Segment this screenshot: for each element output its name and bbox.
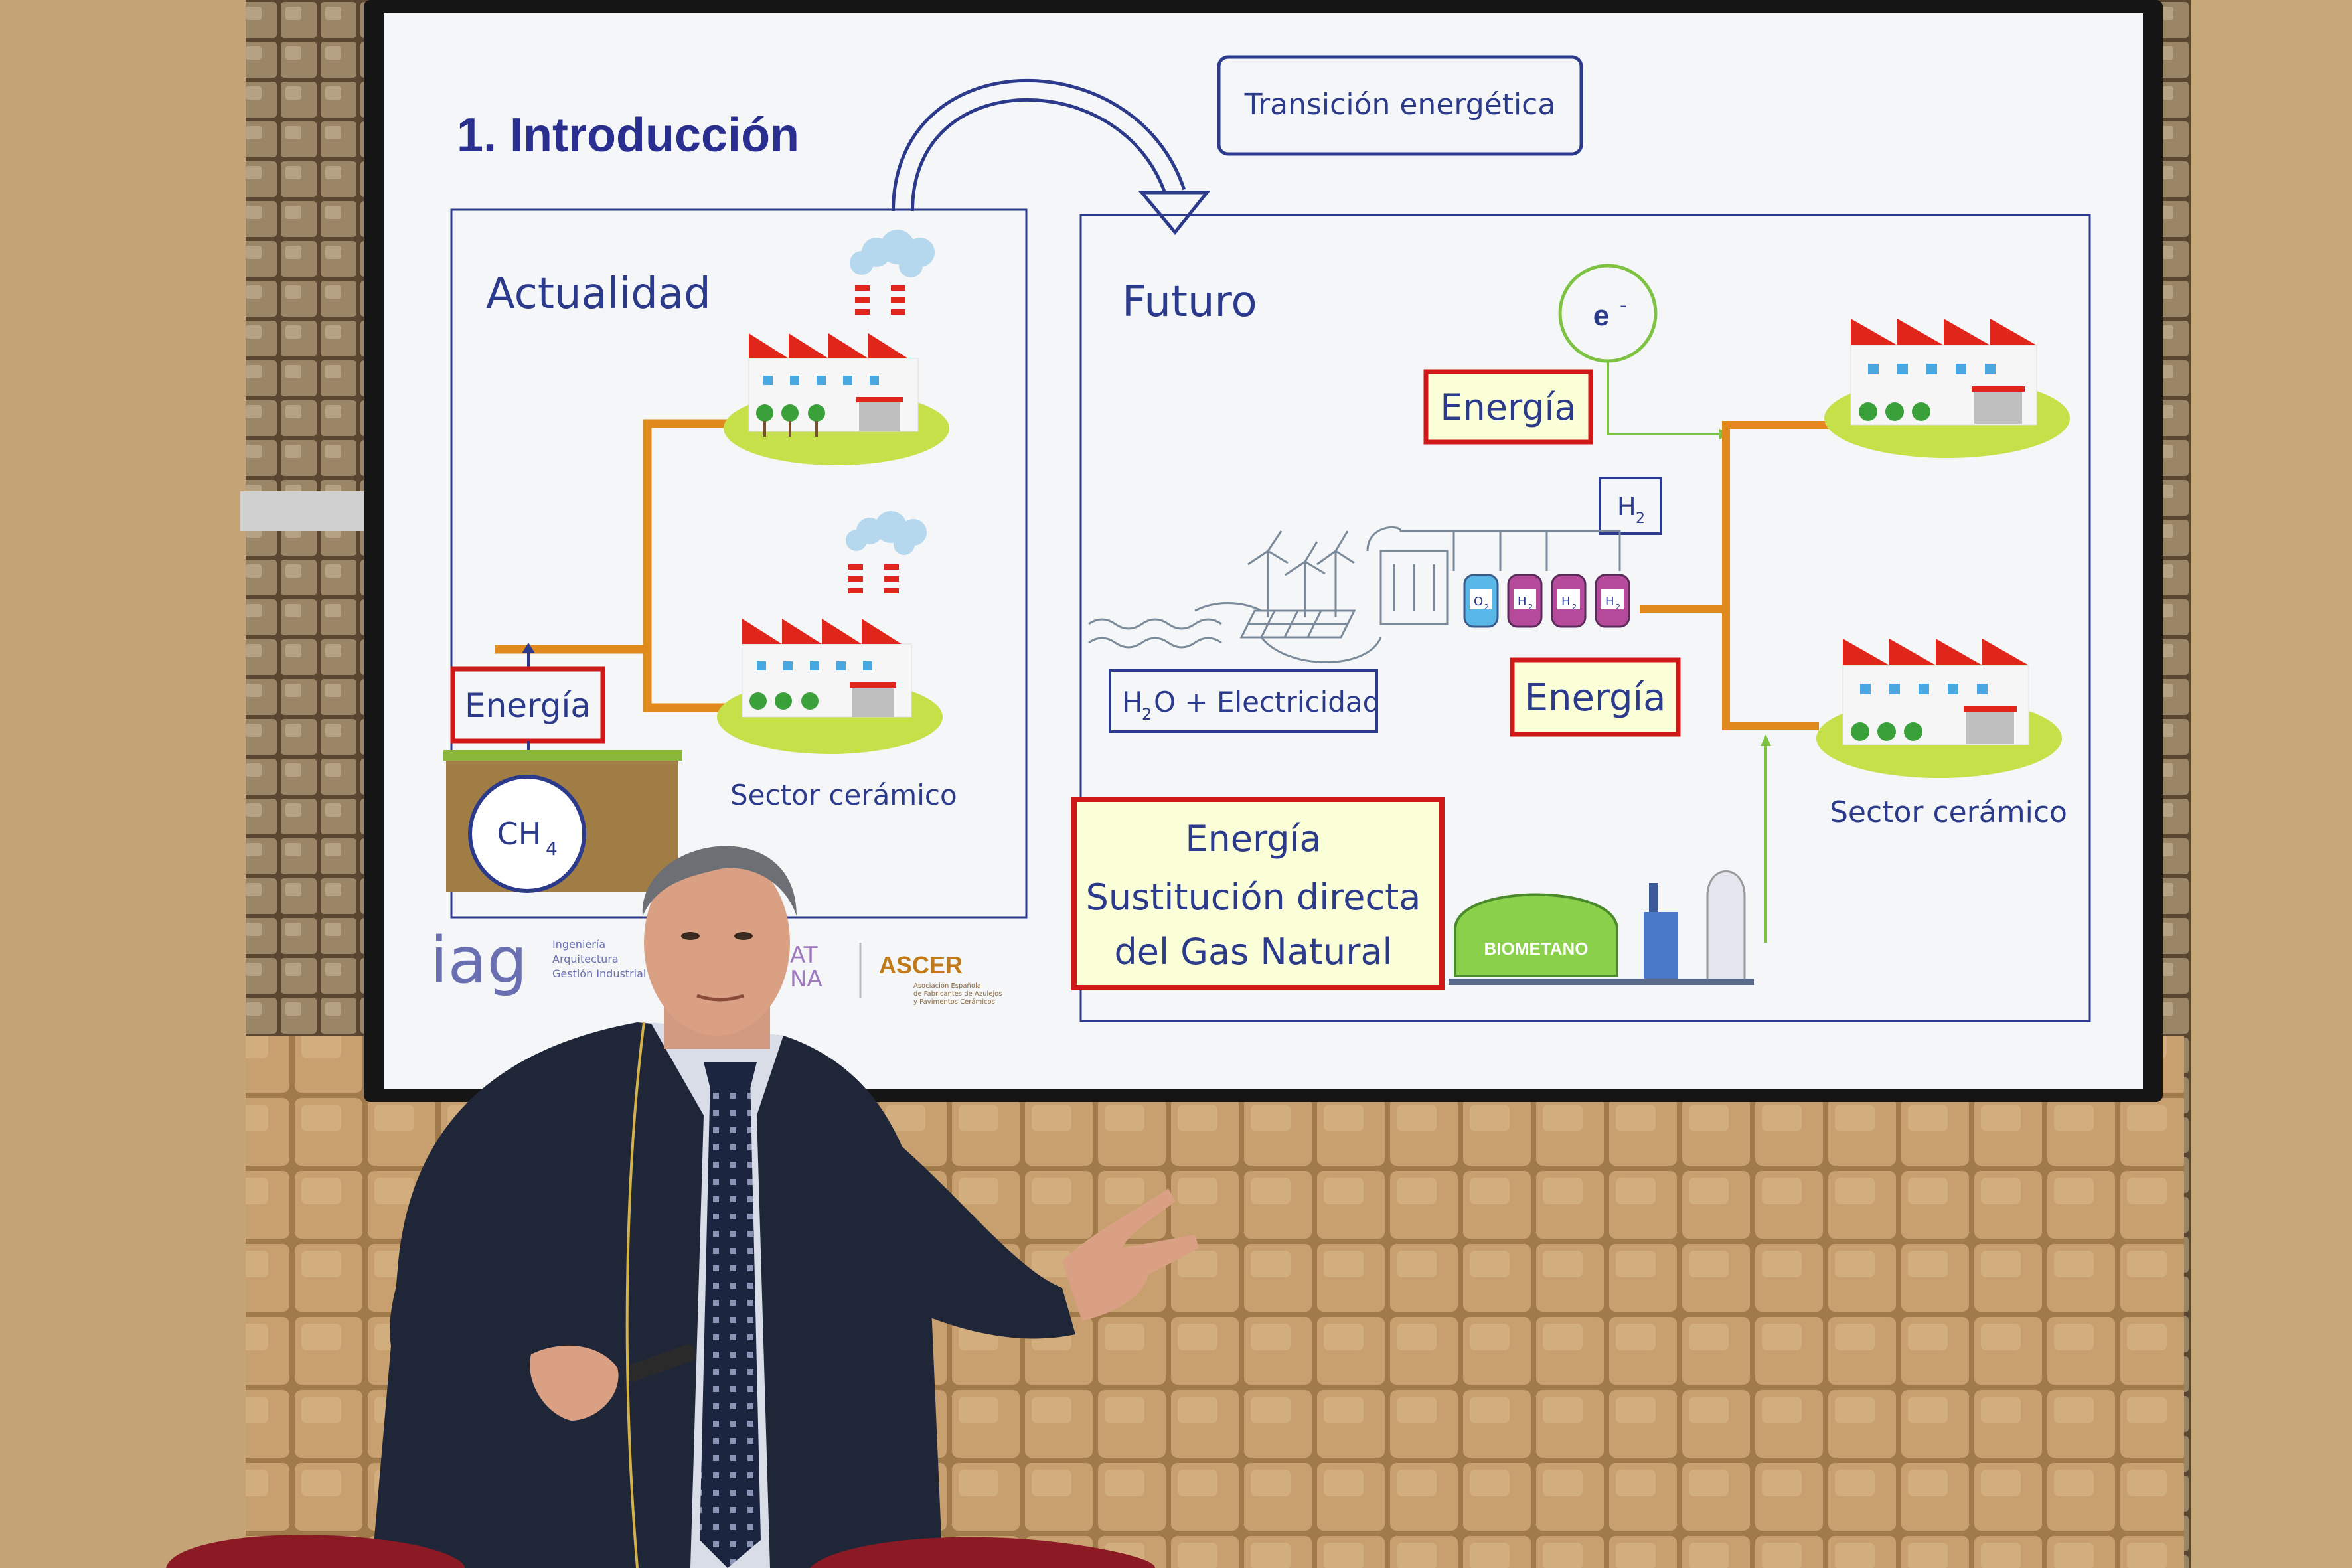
tank-label-3: H bbox=[1561, 595, 1571, 609]
iag-logo: iag bbox=[430, 923, 527, 998]
water-label-prefix: H bbox=[1122, 686, 1143, 718]
smoke-cloud-icon bbox=[846, 511, 927, 555]
right-panel-heading: Futuro bbox=[1122, 277, 1257, 327]
electron-symbol: e bbox=[1593, 299, 1609, 332]
hydrogen-subscript: 2 bbox=[1636, 510, 1645, 527]
topic-box bbox=[1217, 55, 1583, 156]
left-energy-box bbox=[450, 666, 605, 744]
ascer-line-3: y Pavimentos Cerámicos bbox=[913, 998, 995, 1006]
hydrogen-symbol: H bbox=[1617, 492, 1636, 521]
factory-icon bbox=[717, 511, 943, 754]
water-electricity-box bbox=[1109, 669, 1378, 733]
right-wood-column bbox=[2191, 0, 2352, 1568]
hydrogen-tank-icon bbox=[1463, 574, 1630, 628]
iag-line-3: Gestión Industrial bbox=[552, 967, 646, 980]
ascer-line-2: de Fabricantes de Azulejos bbox=[913, 990, 1002, 998]
left-gas-pipes bbox=[495, 419, 737, 712]
iag-line-1: Ingeniería bbox=[552, 938, 605, 951]
renewables-illustration bbox=[1088, 526, 1621, 663]
substitution-line-2: Sustitución directa bbox=[1086, 876, 1421, 918]
left-sector-label: Sector cerámico bbox=[730, 779, 957, 811]
right-energy-box-mid bbox=[1510, 657, 1681, 737]
tank-label-4: H bbox=[1605, 595, 1614, 609]
ascer-logo: ASCER bbox=[879, 951, 963, 979]
tank-sub-2: 2 bbox=[1528, 603, 1533, 611]
substitution-line-1: Energía bbox=[1185, 818, 1321, 860]
factory-icon bbox=[724, 230, 949, 465]
tank-label-1: O bbox=[1474, 595, 1483, 609]
curved-arrow-icon bbox=[892, 78, 1211, 235]
right-distribution-pipes bbox=[1640, 421, 1832, 730]
methane-subscript: 4 bbox=[546, 838, 558, 860]
left-energy-label: Energía bbox=[465, 686, 591, 725]
slide-title: 1. Introducción bbox=[457, 109, 799, 162]
factory-icon bbox=[1816, 639, 2062, 778]
biomethane-label: BIOMETANO bbox=[1484, 939, 1589, 959]
iag-line-2: Arquitectura bbox=[552, 953, 619, 965]
right-energy-box-top bbox=[1423, 369, 1593, 445]
substitution-line-3: del Gas Natural bbox=[1114, 931, 1392, 973]
presenter-person bbox=[372, 846, 1199, 1568]
methane-symbol: CH bbox=[497, 816, 542, 852]
chair-back-right bbox=[810, 1537, 1155, 1568]
electricity-line bbox=[1607, 361, 1719, 435]
ascer-line-1: Asociación Española bbox=[913, 982, 981, 990]
tank-sub-1: 2 bbox=[1484, 603, 1489, 611]
electron-superscript: - bbox=[1620, 294, 1627, 317]
factory-icon bbox=[1824, 319, 2070, 458]
wall-shelf-ledge bbox=[240, 491, 373, 531]
right-sector-label: Sector cerámico bbox=[1830, 795, 2067, 829]
tank-sub-4: 2 bbox=[1616, 603, 1620, 611]
hydrogen-box bbox=[1599, 477, 1662, 535]
solar-panel-icon bbox=[1239, 609, 1356, 639]
right-energy-label-top: Energía bbox=[1440, 386, 1576, 428]
tank-sub-3: 2 bbox=[1572, 603, 1577, 611]
right-energy-label-mid: Energía bbox=[1525, 676, 1666, 720]
left-wood-column bbox=[0, 0, 246, 1568]
ground-surface bbox=[443, 750, 682, 761]
chair-back-left bbox=[166, 1535, 465, 1568]
wind-turbine-icon bbox=[1247, 530, 1355, 617]
methane-reservoir bbox=[468, 775, 586, 893]
water-label-suffix: O + Electricidad bbox=[1154, 686, 1380, 718]
left-panel-heading: Actualidad bbox=[486, 270, 711, 319]
topic-box-label: Transición energética bbox=[1244, 88, 1556, 121]
partner-logo-text-b: NA bbox=[790, 966, 823, 992]
substitution-box bbox=[1071, 797, 1445, 990]
water-label-subscript: 2 bbox=[1142, 705, 1152, 724]
partner-logo-text-a: AT bbox=[790, 942, 818, 969]
smoke-cloud-icon bbox=[850, 230, 935, 277]
biomethane-digester-icon bbox=[1449, 870, 1754, 985]
tank-label-2: H bbox=[1518, 595, 1527, 609]
right-panel-frame bbox=[1079, 214, 2091, 1022]
